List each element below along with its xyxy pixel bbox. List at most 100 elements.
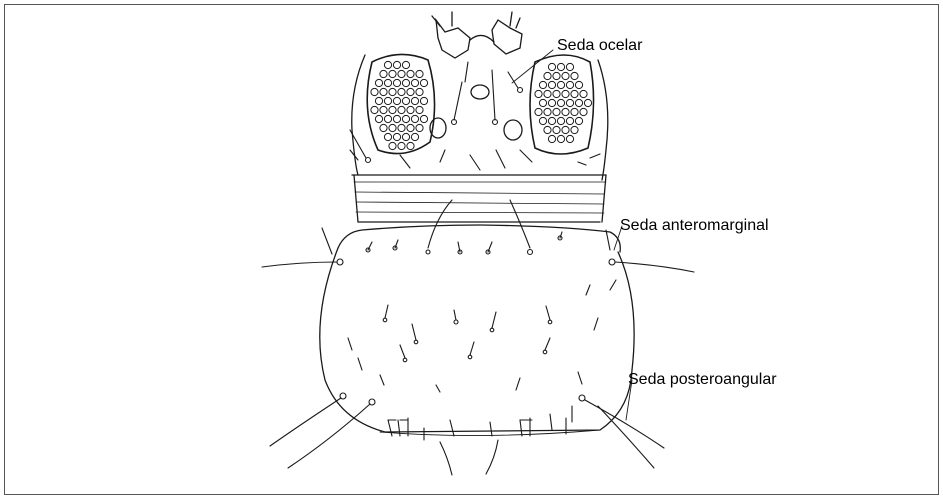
eye-facet bbox=[393, 133, 400, 140]
eye-facet bbox=[566, 99, 573, 106]
eye-facet bbox=[535, 108, 542, 115]
eye-facet bbox=[544, 126, 551, 133]
eye-facet bbox=[544, 90, 551, 97]
eye-facet bbox=[380, 88, 387, 95]
eye-facet bbox=[393, 115, 400, 122]
eye-facet bbox=[389, 142, 396, 149]
eye-facet bbox=[571, 108, 578, 115]
eye-facet bbox=[575, 81, 582, 88]
eye-facet bbox=[557, 63, 564, 70]
eye-facet bbox=[571, 90, 578, 97]
eye-facet bbox=[384, 115, 391, 122]
eye-facet bbox=[384, 97, 391, 104]
eye-facet bbox=[375, 115, 382, 122]
eye-facet bbox=[539, 81, 546, 88]
eye-facet bbox=[416, 70, 423, 77]
eye-facet bbox=[393, 97, 400, 104]
eye-facet bbox=[544, 108, 551, 115]
eye-facet bbox=[535, 90, 542, 97]
eye-facet bbox=[393, 79, 400, 86]
eye-facet bbox=[580, 108, 587, 115]
eye-facet bbox=[566, 117, 573, 124]
eye-facet bbox=[389, 106, 396, 113]
eye-facet bbox=[548, 99, 555, 106]
eye-facet bbox=[411, 133, 418, 140]
eye-facet bbox=[411, 97, 418, 104]
pronotum bbox=[320, 225, 634, 436]
eye-facet bbox=[575, 117, 582, 124]
eye-facet bbox=[544, 72, 551, 79]
eye-facet bbox=[402, 133, 409, 140]
antennae bbox=[432, 12, 522, 58]
eye-facet bbox=[562, 108, 569, 115]
eye-facet bbox=[566, 135, 573, 142]
eye-facet bbox=[562, 90, 569, 97]
eye-facet bbox=[420, 97, 427, 104]
eye-facet bbox=[398, 124, 405, 131]
eye-facet bbox=[548, 63, 555, 70]
eye-facet bbox=[557, 99, 564, 106]
eye-facet bbox=[384, 79, 391, 86]
eye-facet bbox=[411, 115, 418, 122]
label-seda-ocelar: Seda ocelar bbox=[557, 38, 642, 54]
eye-facet bbox=[566, 81, 573, 88]
eye-facet bbox=[402, 115, 409, 122]
eye-facet bbox=[371, 88, 378, 95]
eye-facet bbox=[557, 81, 564, 88]
eye-facet bbox=[566, 63, 573, 70]
eye-facet bbox=[402, 61, 409, 68]
eye-facet bbox=[416, 106, 423, 113]
eye-facet bbox=[416, 124, 423, 131]
eye-facet bbox=[575, 99, 582, 106]
eye-facet bbox=[548, 135, 555, 142]
eye-facet bbox=[539, 117, 546, 124]
eye-facet bbox=[398, 106, 405, 113]
eye-facet bbox=[553, 108, 560, 115]
eye-facet bbox=[553, 126, 560, 133]
eye-facet bbox=[571, 72, 578, 79]
eye-facet bbox=[389, 88, 396, 95]
eye-facet bbox=[539, 99, 546, 106]
eye-facet bbox=[389, 70, 396, 77]
label-seda-anteromarginal: Seda anteromarginal bbox=[620, 218, 769, 234]
eye-facet bbox=[380, 106, 387, 113]
eye-facet bbox=[402, 97, 409, 104]
eye-facet bbox=[420, 79, 427, 86]
eye-facet bbox=[389, 124, 396, 131]
eye-facet bbox=[384, 61, 391, 68]
eye-facet bbox=[398, 88, 405, 95]
eye-facet bbox=[384, 133, 391, 140]
label-seda-posteroangular: Seda posteroangular bbox=[628, 372, 777, 388]
eye-facet bbox=[420, 115, 427, 122]
pronotum-setae bbox=[262, 200, 694, 475]
eye-facet bbox=[557, 117, 564, 124]
eye-facet bbox=[557, 135, 564, 142]
eye-facet bbox=[548, 117, 555, 124]
compound-eye-right bbox=[530, 55, 594, 154]
eye-facet bbox=[407, 70, 414, 77]
eye-facet bbox=[375, 97, 382, 104]
eye-facet bbox=[407, 106, 414, 113]
eye-facet bbox=[584, 99, 591, 106]
eye-facet bbox=[380, 70, 387, 77]
compound-eye-left bbox=[367, 54, 434, 153]
eye-facet bbox=[398, 70, 405, 77]
eye-facet bbox=[416, 88, 423, 95]
ocelli bbox=[430, 85, 522, 140]
eye-facet bbox=[411, 79, 418, 86]
eye-facet bbox=[398, 142, 405, 149]
eye-facet bbox=[393, 61, 400, 68]
eye-facet bbox=[375, 79, 382, 86]
eye-facet bbox=[562, 72, 569, 79]
eye-facet bbox=[580, 90, 587, 97]
eye-facet bbox=[553, 90, 560, 97]
eye-facet bbox=[553, 72, 560, 79]
eye-facet bbox=[571, 126, 578, 133]
eye-facet bbox=[402, 79, 409, 86]
eye-facet bbox=[548, 81, 555, 88]
eye-facet bbox=[380, 124, 387, 131]
eye-facet bbox=[371, 106, 378, 113]
eye-facet bbox=[562, 126, 569, 133]
eye-facet bbox=[407, 124, 414, 131]
